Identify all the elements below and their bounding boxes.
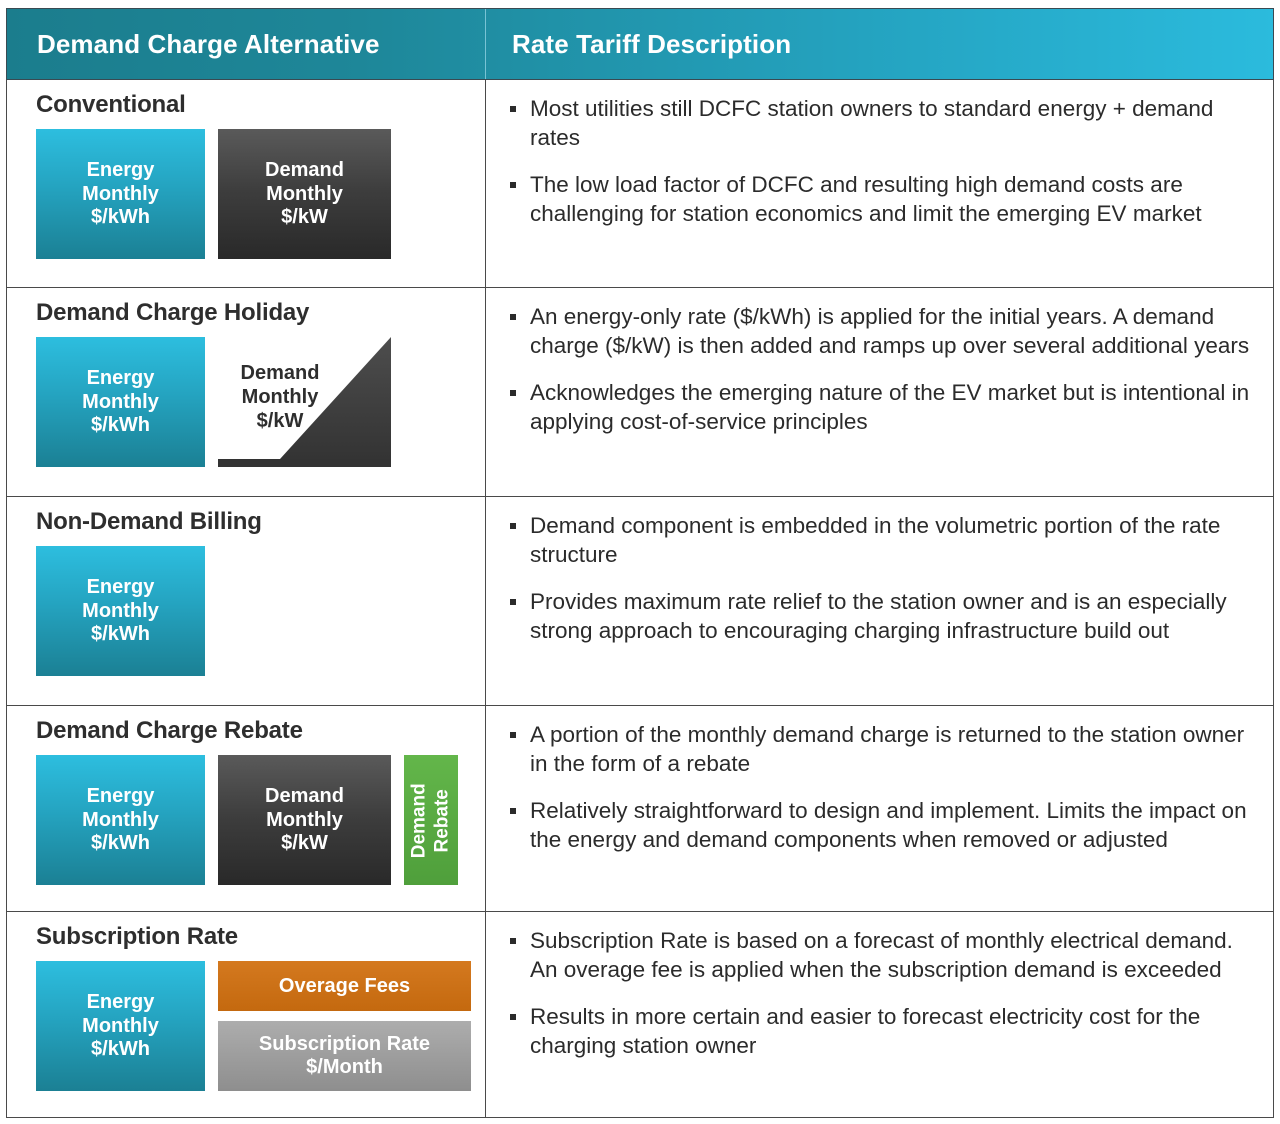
table-row: Non-Demand Billing Energy Monthly $/kWh … [7, 496, 1273, 705]
bullet-item: Acknowledges the emerging nature of the … [508, 378, 1255, 437]
subscription-badge-stack: Overage Fees Subscription Rate $/Month [218, 961, 471, 1092]
energy-badge: Energy Monthly $/kWh [36, 755, 205, 886]
ramp-baseline [218, 459, 391, 468]
badge-group: Energy Monthly $/kWh Demand Monthly $/kW [36, 129, 485, 260]
badge-line: $/kWh [91, 832, 150, 855]
badge-group: Energy Monthly $/kWh Overage Fees Subscr… [36, 961, 485, 1092]
bullet-item: Provides maximum rate relief to the stat… [508, 587, 1255, 646]
description-cell-subscription-rate: Subscription Rate is based on a forecast… [486, 912, 1273, 1117]
table-row: Demand Charge Rebate Energy Monthly $/kW… [7, 705, 1273, 911]
description-cell-demand-charge-holiday: An energy-only rate ($/kWh) is applied f… [486, 288, 1273, 496]
badge-line: Monthly [266, 182, 343, 205]
badge-line: Subscription Rate [258, 1032, 431, 1055]
badge-line: Demand [408, 782, 430, 858]
badge-line: Monthly [266, 808, 343, 831]
table-row: Subscription Rate Energy Monthly $/kWh O… [7, 911, 1273, 1117]
demand-badge: Demand Monthly $/kW [218, 755, 391, 886]
badge-line: Monthly [82, 1014, 159, 1037]
badge-line: Energy [86, 159, 155, 181]
alternative-title: Subscription Rate [36, 923, 238, 950]
alternative-cell-non-demand-billing: Non-Demand Billing Energy Monthly $/kWh [7, 497, 486, 705]
badge-line: Monthly [82, 182, 159, 205]
rebate-badge-text: Demand Rebate [408, 783, 454, 858]
alternative-cell-subscription-rate: Subscription Rate Energy Monthly $/kWh O… [7, 912, 486, 1117]
badge-line: Monthly [82, 808, 159, 831]
alternative-cell-demand-charge-holiday: Demand Charge Holiday Energy Monthly $/k… [7, 288, 486, 496]
table-body: Conventional Energy Monthly $/kWh Demand… [6, 80, 1274, 1118]
description-bullet-list: Subscription Rate is based on a forecast… [508, 926, 1255, 1060]
table-header-row: Demand Charge Alternative Rate Tariff De… [6, 8, 1274, 80]
overage-fees-badge: Overage Fees [218, 961, 471, 1012]
badge-line: Energy [86, 367, 155, 389]
badge-line: Energy [86, 576, 155, 598]
badge-line: Energy [86, 785, 155, 807]
ramp-label: Demand Monthly $/kW [224, 361, 336, 433]
badge-line: $/kWh [91, 206, 150, 229]
header-label-left: Demand Charge Alternative [37, 28, 380, 59]
energy-badge: Energy Monthly $/kWh [36, 129, 205, 260]
badge-line: Monthly [82, 599, 159, 622]
description-bullet-list: Most utilities still DCFC station owners… [508, 94, 1255, 228]
bullet-item: A portion of the monthly demand charge i… [508, 720, 1255, 779]
alternative-title: Demand Charge Holiday [36, 299, 310, 326]
bullet-item: Subscription Rate is based on a forecast… [508, 926, 1255, 985]
badge-line: Demand [265, 159, 344, 181]
alternative-title: Conventional [36, 91, 186, 118]
energy-badge: Energy Monthly $/kWh [36, 337, 205, 468]
badge-line: $/kW [281, 832, 328, 855]
badge-line: Demand [240, 362, 320, 385]
badge-line: $/kW [281, 206, 328, 229]
energy-badge: Energy Monthly $/kWh [36, 546, 205, 677]
badge-group: Energy Monthly $/kWh [36, 546, 485, 677]
description-cell-conventional: Most utilities still DCFC station owners… [486, 80, 1273, 287]
badge-line: Rebate [431, 788, 452, 853]
description-bullet-list: A portion of the monthly demand charge i… [508, 720, 1255, 854]
badge-line: Demand [265, 785, 344, 807]
bullet-item: The low load factor of DCFC and resultin… [508, 170, 1255, 229]
bullet-item: An energy-only rate ($/kWh) is applied f… [508, 302, 1255, 361]
bullet-item: Relatively straightforward to design and… [508, 796, 1255, 855]
badge-line: $/kWh [91, 1038, 150, 1061]
demand-badge: Demand Monthly $/kW [218, 129, 391, 260]
header-label-right: Rate Tariff Description [512, 28, 792, 59]
badge-group: Energy Monthly $/kWh [36, 337, 485, 468]
alternative-title: Demand Charge Rebate [36, 717, 303, 744]
badge-line: $/kWh [91, 623, 150, 646]
badge-line: Monthly [241, 386, 319, 409]
badge-line: $/Month [306, 1056, 383, 1079]
table-row: Demand Charge Holiday Energy Monthly $/k… [7, 287, 1273, 496]
badge-line: $/kWh [91, 414, 150, 437]
description-bullet-list: An energy-only rate ($/kWh) is applied f… [508, 302, 1255, 436]
demand-ramp-badge: Demand Monthly $/kW [218, 337, 391, 468]
badge-line: Overage Fees [278, 974, 411, 997]
header-cell-demand-charge-alternative: Demand Charge Alternative [7, 9, 486, 79]
alternative-cell-conventional: Conventional Energy Monthly $/kWh Demand… [7, 80, 486, 287]
badge-group: Energy Monthly $/kWh Demand Monthly $/kW… [36, 755, 485, 886]
energy-badge: Energy Monthly $/kWh [36, 961, 205, 1092]
badge-line: $/kW [256, 410, 304, 433]
description-cell-demand-charge-rebate: A portion of the monthly demand charge i… [486, 706, 1273, 911]
demand-rebate-badge: Demand Rebate [404, 755, 458, 886]
bullet-item: Most utilities still DCFC station owners… [508, 94, 1255, 153]
alternative-cell-demand-charge-rebate: Demand Charge Rebate Energy Monthly $/kW… [7, 706, 486, 911]
badge-line: Monthly [82, 390, 159, 413]
description-cell-non-demand-billing: Demand component is embedded in the volu… [486, 497, 1273, 705]
description-bullet-list: Demand component is embedded in the volu… [508, 511, 1255, 645]
subscription-rate-badge: Subscription Rate $/Month [218, 1021, 471, 1092]
bullet-item: Results in more certain and easier to fo… [508, 1002, 1255, 1061]
bullet-item: Demand component is embedded in the volu… [508, 511, 1255, 570]
alternative-title: Non-Demand Billing [36, 508, 262, 535]
table-row: Conventional Energy Monthly $/kWh Demand… [7, 80, 1273, 287]
header-cell-rate-tariff-description: Rate Tariff Description [486, 9, 1273, 79]
badge-line: Energy [86, 991, 155, 1013]
ramp-triangle-icon [280, 337, 391, 460]
